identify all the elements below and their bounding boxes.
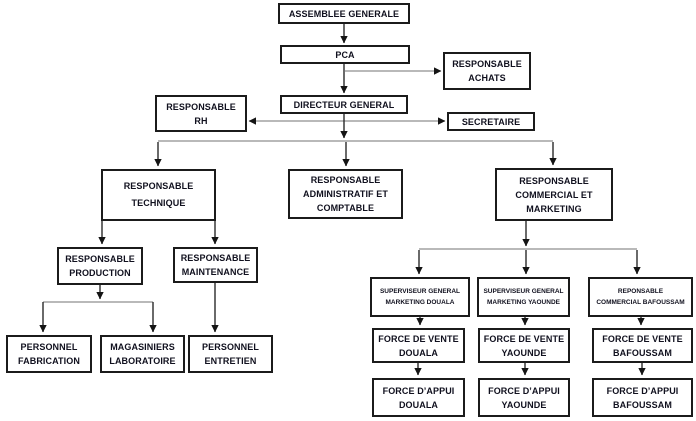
node-label: FORCE DE VENTE BAFOUSSAM (602, 333, 683, 358)
node-label: RESPONSABLE PRODUCTION (65, 254, 135, 278)
node-label: FORCE D’APPUI BAFOUSSAM (606, 385, 679, 410)
node-label: SUPERVISEUR GENERAL MARKETING YAOUNDE (483, 288, 564, 306)
node-responsable-commercial: RESPONSABLE COMMERCIAL ET MARKETING (495, 168, 613, 221)
node-force-appui-bafoussam: FORCE D’APPUI BAFOUSSAM (592, 378, 693, 417)
node-responsable-maintenance: RESPONSABLE MAINTENANCE (173, 247, 258, 283)
node-force-vente-douala: FORCE DE VENTE DOUALA (372, 328, 465, 363)
node-directeur-general: DIRECTEUR GENERAL (280, 95, 408, 114)
node-responsable-technique: RESPONSABLE TECHNIQUE (101, 169, 216, 221)
node-force-vente-yaounde: FORCE DE VENTE YAOUNDE (478, 328, 570, 363)
node-label: PERSONNEL ENTRETIEN (202, 342, 259, 366)
node-responsable-rh: RESPONSABLE RH (155, 95, 247, 132)
node-personnel-fabrication: PERSONNEL FABRICATION (6, 335, 92, 373)
node-assemblee-generale: ASSEMBLEE GENERALE (278, 3, 410, 24)
node-magasiniers-laboratoire: MAGASINIERS LABORATOIRE (100, 335, 185, 373)
node-superviseur-marketing-douala: SUPERVISEUR GENERAL MARKETING DOUALA (370, 277, 470, 317)
node-label: PERSONNEL FABRICATION (18, 342, 80, 366)
node-label: MAGASINIERS LABORATOIRE (109, 342, 176, 366)
node-personnel-entretien: PERSONNEL ENTRETIEN (188, 335, 273, 373)
node-force-appui-douala: FORCE D’APPUI DOUALA (372, 378, 465, 417)
node-superviseur-marketing-yaounde: SUPERVISEUR GENERAL MARKETING YAOUNDE (477, 277, 570, 317)
node-responsable-achats: RESPONSABLE ACHATS (443, 52, 531, 90)
node-label: FORCE D’APPUI YAOUNDE (488, 385, 560, 410)
node-secretaire: SECRETAIRE (447, 112, 535, 131)
node-label: DIRECTEUR GENERAL (293, 99, 395, 110)
node-label: SECRETAIRE (461, 116, 521, 127)
node-label: RESPONSABLE ACHATS (452, 59, 522, 83)
node-label: SUPERVISEUR GENERAL MARKETING DOUALA (379, 288, 461, 306)
node-label: RESPONSABLE TECHNIQUE (123, 181, 194, 208)
node-force-vente-bafoussam: FORCE DE VENTE BAFOUSSAM (592, 328, 693, 363)
node-label: REPONSABLE COMMERCIAL BAFOUSSAM (596, 288, 685, 306)
node-pca: PCA (280, 45, 410, 64)
node-label: PCA (335, 49, 355, 60)
node-force-appui-yaounde: FORCE D’APPUI YAOUNDE (478, 378, 570, 417)
node-responsable-administratif: RESPONSABLE ADMINISTRATIF ET COMPTABLE (288, 169, 403, 219)
node-responsable-production: RESPONSABLE PRODUCTION (57, 247, 143, 285)
node-reponsable-commercial-bafoussam: REPONSABLE COMMERCIAL BAFOUSSAM (588, 277, 693, 317)
node-label: FORCE DE VENTE YAOUNDE (483, 333, 565, 358)
node-label: RESPONSABLE MAINTENANCE (180, 253, 251, 277)
node-label: ASSEMBLEE GENERALE (288, 8, 400, 19)
node-label: RESPONSABLE RH (166, 101, 236, 126)
node-label: FORCE D’APPUI DOUALA (382, 385, 455, 410)
node-label: RESPONSABLE ADMINISTRATIF ET COMPTABLE (303, 175, 388, 213)
node-label: RESPONSABLE COMMERCIAL ET MARKETING (515, 175, 593, 214)
node-label: FORCE DE VENTE DOUALA (378, 333, 459, 358)
